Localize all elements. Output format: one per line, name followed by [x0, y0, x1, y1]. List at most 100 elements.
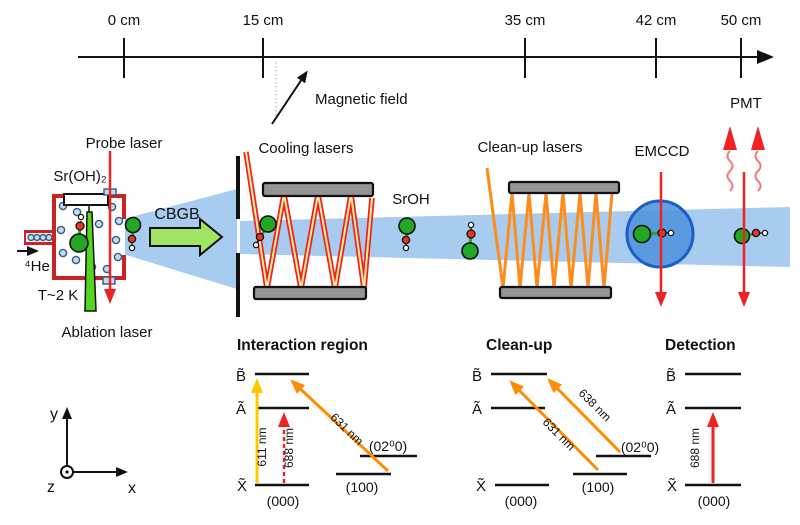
- pmt-label: PMT: [730, 95, 762, 112]
- fluorescence-wavy-arrow: [726, 150, 734, 192]
- state-X-label: X̃: [476, 478, 486, 495]
- srOH-molecule: [733, 227, 769, 245]
- aperture-top: [236, 156, 240, 219]
- temperature-label: T~2 K: [38, 287, 78, 304]
- state-A-label: Ã: [472, 401, 482, 418]
- vib-100-label: (100): [346, 479, 379, 495]
- interaction-level-diagram: Interaction region B̃ Ã X̃ (000) (100) (…: [236, 337, 417, 509]
- pmt-region: [712, 86, 780, 307]
- vib-000-label: (000): [698, 493, 731, 509]
- sr-atom: [69, 233, 89, 253]
- h-atom: [252, 241, 260, 249]
- scale-label-50cm: 50 cm: [721, 12, 762, 29]
- fluorescence-arrowhead: [723, 126, 737, 150]
- laser-688-label: 688 nm: [688, 428, 702, 468]
- laser-611-label: 611 nm: [255, 427, 269, 466]
- aperture-bottom: [236, 253, 240, 317]
- vib-100-label: (100): [582, 479, 615, 495]
- laser-631-arrow: [290, 379, 390, 473]
- state-A-label: Ã: [236, 401, 246, 418]
- probe-laser-label: Probe laser: [86, 135, 163, 152]
- laser-638-arrow: [547, 378, 622, 454]
- sr-atom: [124, 216, 142, 234]
- cooling-lasers-label: Cooling lasers: [258, 140, 353, 157]
- h-atom: [667, 229, 675, 237]
- cooling-region: [243, 151, 375, 301]
- distance-scale: [78, 38, 774, 125]
- scale-label-15cm: 15 cm: [243, 12, 284, 29]
- h-atom: [402, 244, 410, 252]
- cooling-mirror-bottom: [252, 285, 368, 301]
- cleanup-mirror-top: [507, 180, 621, 195]
- cleanup-region: [461, 167, 621, 300]
- diagram-title: Interaction region: [237, 337, 368, 354]
- cbgb-source-cell: [17, 151, 142, 312]
- laser-631-arrow: [509, 380, 600, 472]
- coordinate-axes: y z x: [47, 406, 136, 497]
- scale-label-42cm: 42 cm: [636, 12, 677, 29]
- state-B-label: B̃: [666, 368, 676, 385]
- emccd-label: EMCCD: [635, 143, 690, 160]
- srOH-molecule: [398, 217, 416, 252]
- srOH2-target: [63, 193, 109, 206]
- sr-atom: [259, 215, 277, 233]
- cleanup-lasers-label: Clean-up lasers: [477, 139, 582, 156]
- laser-638-label: 638 nm: [576, 386, 614, 424]
- sr-atom: [398, 217, 416, 235]
- cbgb-forward-arrow: [149, 216, 224, 258]
- h-atom: [128, 244, 136, 252]
- x-axis-label: x: [128, 480, 136, 497]
- vib-0200-label: (02⁰0): [621, 439, 659, 455]
- scale-label-35cm: 35 cm: [505, 12, 546, 29]
- h-atom: [77, 213, 85, 221]
- sr-atom: [632, 224, 652, 244]
- z-axis-dot: [65, 470, 69, 474]
- cleanup-level-diagram: Clean-up B̃ Ã X̃ (000) (100) (02⁰0) 631 …: [472, 337, 659, 509]
- cleanup-mirror-bottom: [498, 285, 613, 300]
- ablation-laser-label: Ablation laser: [62, 324, 153, 341]
- cooling-mirror-top: [261, 181, 375, 198]
- diagram-title: Clean-up: [486, 337, 552, 354]
- laser-631-label: 631 nm: [540, 415, 578, 453]
- scale-label-0cm: 0 cm: [108, 12, 141, 29]
- sr-atom: [461, 242, 479, 260]
- state-X-label: X̃: [667, 478, 677, 495]
- srOH-molecule: [461, 221, 479, 260]
- cbgb-label: CBGB: [154, 206, 199, 223]
- pmt-box: [712, 86, 780, 117]
- srOH-molecule: [124, 216, 142, 252]
- vib-000-label: (000): [267, 493, 300, 509]
- target-label: Sr(OH)₂: [53, 168, 106, 185]
- z-axis-label: z: [47, 479, 55, 496]
- srOH-molecule: [252, 215, 277, 249]
- helium-atom: [27, 233, 35, 242]
- o-atom: [127, 234, 137, 244]
- o-atom: [751, 228, 761, 238]
- state-B-label: B̃: [236, 368, 246, 385]
- helium-atom: [45, 233, 53, 242]
- vib-000-label: (000): [505, 493, 538, 509]
- fluorescence-wavy-arrow: [754, 150, 762, 192]
- diagram-title: Detection: [665, 337, 736, 354]
- emccd-region: [625, 172, 695, 307]
- helium-atom: [39, 233, 47, 242]
- state-X-label: X̃: [237, 478, 247, 495]
- detection-level-diagram: Detection B̃ Ã X̃ (000) 688 nm: [665, 337, 741, 509]
- o-atom: [255, 232, 265, 242]
- helium-atom: [33, 233, 41, 242]
- cell-wall: [52, 194, 126, 280]
- aperture: [236, 156, 240, 317]
- sr-atom: [733, 227, 751, 245]
- fluorescence-arrowhead: [751, 126, 765, 150]
- ablation-laser-beam: [84, 211, 97, 312]
- srOH-label: SrOH: [392, 191, 430, 208]
- magnetic-field-arrow: [271, 70, 308, 125]
- o-atom: [75, 221, 85, 231]
- vib-0200-label: (02⁰0): [369, 438, 407, 454]
- magnetic-field-label: Magnetic field: [315, 91, 408, 108]
- o-atom: [466, 229, 476, 239]
- laser-631-label: 631 nm: [328, 410, 367, 448]
- srOH-molecule: [69, 213, 89, 253]
